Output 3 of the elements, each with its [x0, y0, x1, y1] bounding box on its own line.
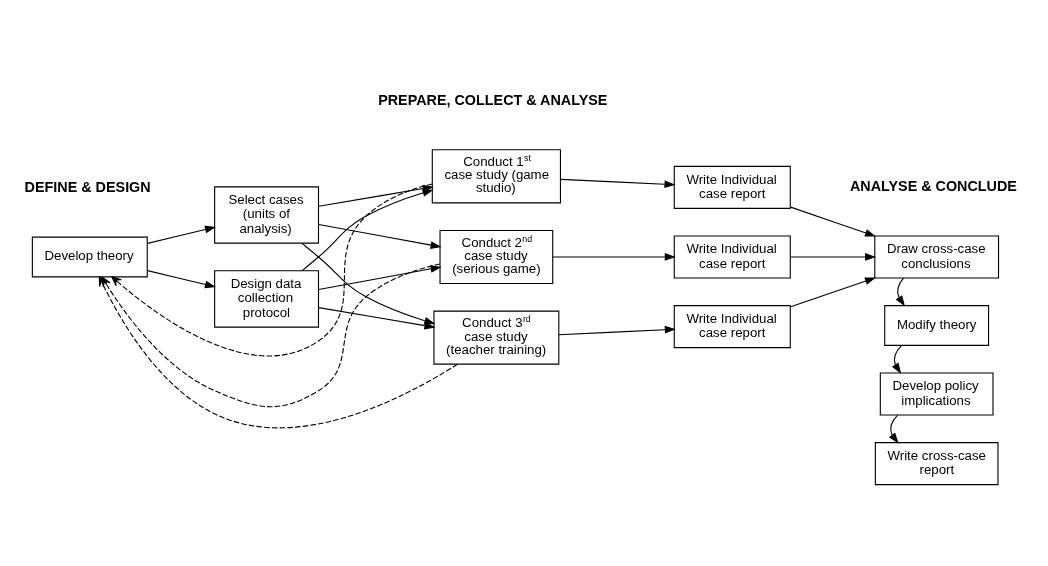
label: DEFINE & DESIGN [24, 178, 151, 195]
label: PREPARE, COLLECT & ANALYSE [378, 91, 608, 108]
label: ANALYSE & CONCLUDE [849, 177, 1017, 194]
